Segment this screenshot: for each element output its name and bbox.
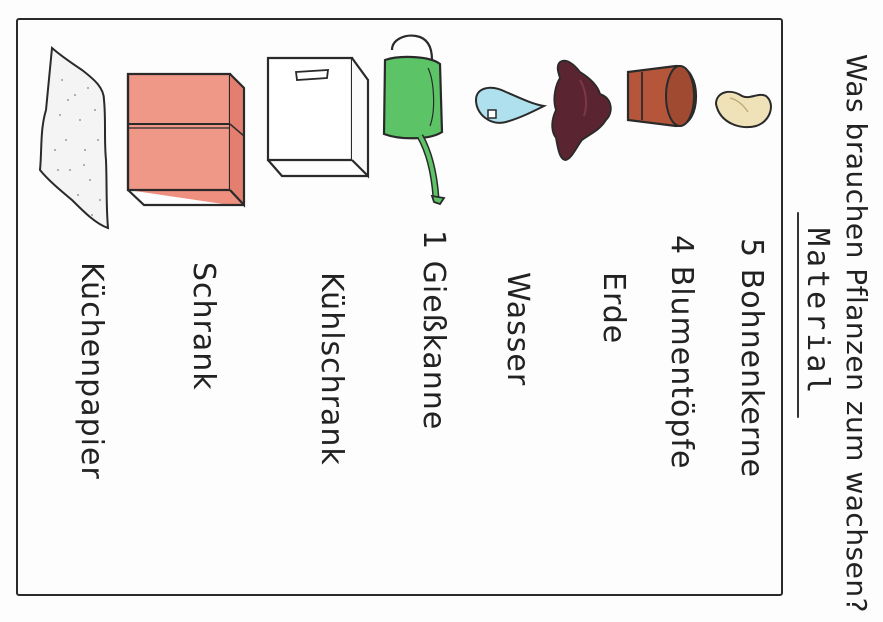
label-giesskanne: 1 Gießkanne	[416, 230, 451, 431]
heading-underline	[797, 212, 799, 418]
fridge-icon	[266, 56, 370, 179]
label-kuechenpapier: Küchenpapier	[74, 262, 109, 480]
flower-pot-icon	[626, 64, 698, 128]
label-wasser: Wasser	[500, 272, 535, 387]
watering-can-icon	[382, 34, 446, 206]
cabinet-icon	[126, 72, 246, 208]
label-schrank: Schrank	[186, 262, 221, 391]
paper-towel-icon	[38, 45, 110, 230]
worksheet-title: Was brauchen Pflanzen zum wachsen?	[840, 54, 873, 613]
label-kuehlschrank: Kühlschrank	[314, 272, 349, 466]
material-heading: Material	[800, 228, 835, 397]
label-bohnenkerne: 5 Bohnenkerne	[734, 238, 769, 479]
label-blumentoepfe: 4 Blumentöpfe	[664, 235, 699, 470]
soil-icon	[551, 59, 612, 161]
label-erde: Erde	[596, 272, 631, 345]
water-drop-icon	[474, 86, 548, 124]
bean-icon	[714, 90, 772, 129]
worksheet-frame	[16, 18, 783, 596]
